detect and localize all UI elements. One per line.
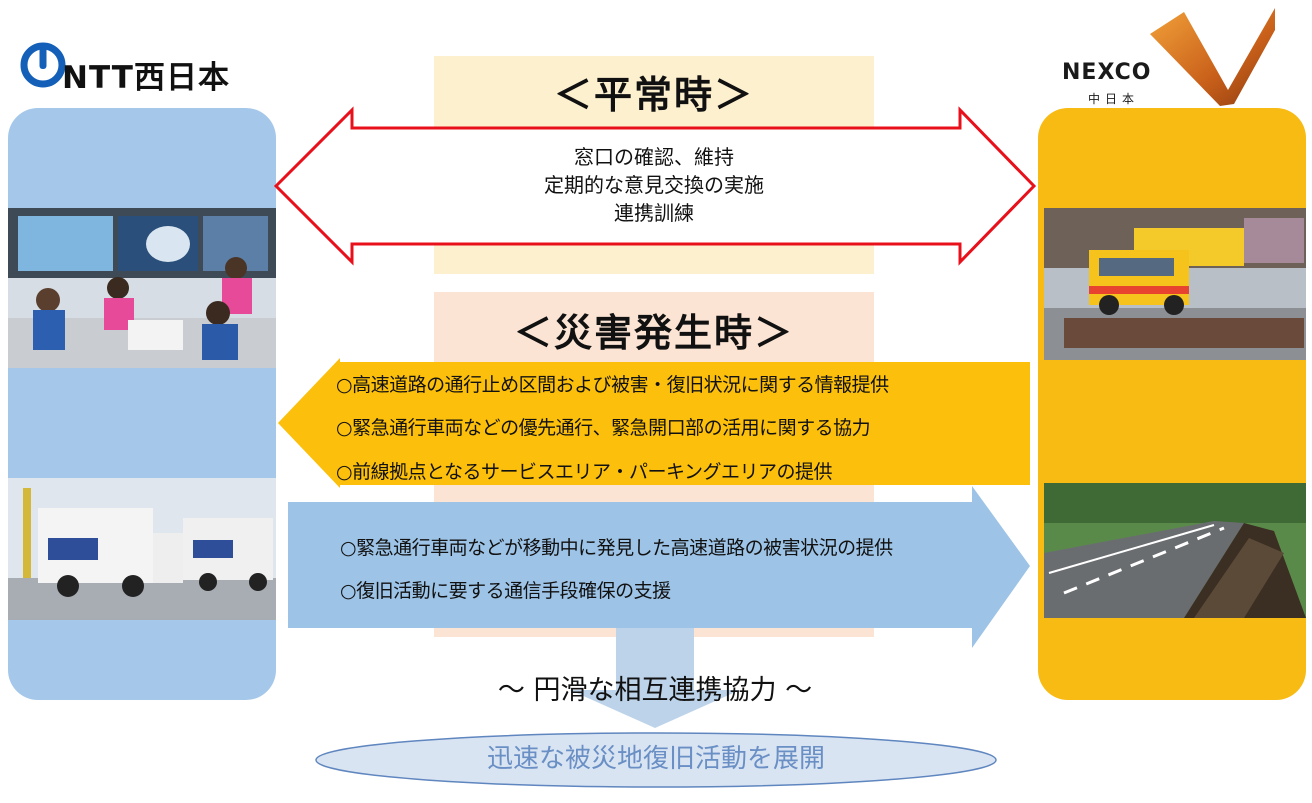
normal-double-arrow xyxy=(273,106,1037,266)
nexco-patrol-car-photo xyxy=(1044,208,1306,360)
ntt-operations-room-photo xyxy=(8,208,276,368)
normal-item: 連携訓練 xyxy=(614,201,694,225)
nexco-v-logo-icon xyxy=(1150,8,1275,106)
nexco-provision-1: ○高速道路の通行止め区間および被害・復旧状況に関する情報提供 xyxy=(336,374,889,396)
normal-item: 窓口の確認、維持 xyxy=(574,145,734,169)
cooperation-text: ～ 円滑な相互連携協力 ～ xyxy=(497,675,813,706)
nexco-to-ntt-arrow xyxy=(278,358,1030,488)
nexco-brand-sub: 中日本 xyxy=(1088,92,1140,106)
ntt-provision-1: ○緊急通行車両などが移動中に発見した高速道路の被害状況の提供 xyxy=(340,537,893,559)
normal-times-heading: ＜平常時＞ xyxy=(553,73,754,117)
ntt-brand-name: NTT西日本 xyxy=(62,60,230,96)
ntt-logo-icon xyxy=(20,42,66,88)
nexco-brand-name: NEXCO xyxy=(1062,60,1152,85)
downward-arrow xyxy=(570,628,740,728)
nexco-provision-3: ○前線拠点となるサービスエリア・パーキングエリアの提供 xyxy=(336,461,832,483)
nexco-damaged-road-photo xyxy=(1044,483,1306,618)
normal-item: 定期的な意見交換の実施 xyxy=(544,173,764,197)
result-text: 迅速な被災地復旧活動を展開 xyxy=(486,744,825,774)
ntt-provision-2: ○復旧活動に要する通信手段確保の支援 xyxy=(340,580,671,602)
normal-items: 窓口の確認、維持 定期的な意見交換の実施 連携訓練 xyxy=(434,143,874,227)
ntt-logo xyxy=(0,28,280,106)
nexco-provision-2: ○緊急通行車両などの優先通行、緊急開口部の活用に関する協力 xyxy=(336,417,871,439)
ntt-recovery-trucks-photo xyxy=(8,478,276,620)
result-ellipse xyxy=(315,732,997,788)
disaster-times-heading: ＜災害発生時＞ xyxy=(513,311,794,355)
ntt-to-nexco-arrow xyxy=(288,486,1030,648)
